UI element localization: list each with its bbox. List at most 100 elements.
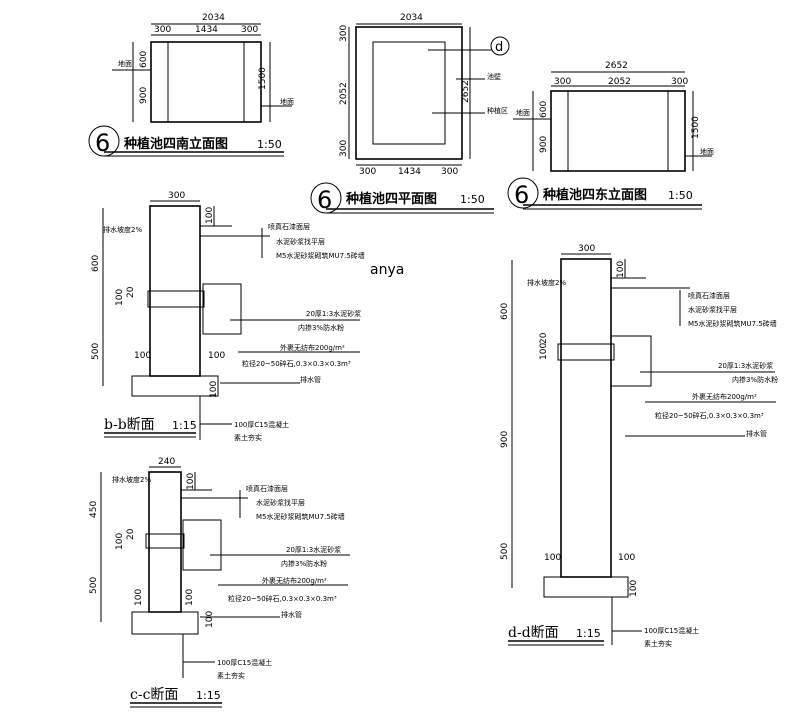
dim-100d: 100 <box>185 589 195 606</box>
detail-number: 6 <box>95 129 110 157</box>
dim-left: 300 <box>154 25 171 35</box>
east-elevation: 2652 300 2052 300 600 900 1500 地面 地面 6 种… <box>507 61 714 210</box>
note-concrete: 100厚C15混凝土 <box>644 626 699 635</box>
scale: 1:50 <box>460 193 485 206</box>
scale: 1:50 <box>257 138 282 151</box>
layer-1: 喷真石漆面层 <box>688 291 730 300</box>
wall-note: 池壁 <box>487 72 501 81</box>
dim-left: 300 <box>554 77 571 87</box>
dim-total: 2034 <box>400 13 423 23</box>
layer-3: M5水泥砂浆砌筑MU7.5砖墙 <box>276 251 365 260</box>
watermark: anya <box>370 262 404 278</box>
dim-right: 300 <box>241 25 258 35</box>
dim-bottom-3: 300 <box>441 167 458 177</box>
title: d-d断面 <box>508 625 559 641</box>
dim-100e: 100 <box>629 580 639 597</box>
dim-20: 20 <box>126 528 136 540</box>
dim-100c: 100 <box>544 553 561 563</box>
dim-500: 500 <box>89 577 99 594</box>
section-c-c: 240 100 450 500 100 20 100 100 100 排水坡度2… <box>89 457 350 708</box>
note-mortar: 20厚1:3水泥砂浆 <box>286 545 341 554</box>
dim-100c: 100 <box>134 589 144 606</box>
dim-100d: 100 <box>208 351 225 361</box>
south-elevation: 2034 300 1434 300 600 900 1500 地面 地面 6 种… <box>88 13 294 157</box>
layer-1: 喷真石漆面层 <box>268 222 310 231</box>
note-mortar: 20厚1:3水泥砂浆 <box>306 309 361 318</box>
note-pipe: 排水管 <box>300 375 321 384</box>
dim-mid: 1434 <box>195 25 218 35</box>
note-waterproof: 内掺3%防水粉 <box>732 375 778 384</box>
dim-left-2: 2052 <box>339 82 349 105</box>
dim-100b: 100 <box>539 343 549 360</box>
slope-note: 排水坡度2% <box>112 475 151 484</box>
dim-top: 240 <box>158 457 175 467</box>
slope-note: 排水坡度2% <box>527 278 566 287</box>
dim-900: 900 <box>539 136 549 153</box>
note-geotextile: 外裹无纺布200g/m² <box>262 576 327 585</box>
note-gravel: 粒径20~50碎石,0.3×0.3×0.3m³ <box>655 411 764 420</box>
layer-3: M5水泥砂浆砌筑MU7.5砖墙 <box>256 512 345 521</box>
note-waterproof: 内掺3%防水粉 <box>298 323 344 332</box>
note-soil: 素土夯实 <box>644 639 672 648</box>
dim-900: 900 <box>500 431 510 448</box>
dim-mid: 2052 <box>608 77 631 87</box>
detail-number: 6 <box>317 186 332 214</box>
note-concrete: 100厚C15混凝土 <box>217 658 272 667</box>
dim-100b: 100 <box>115 289 125 306</box>
title: c-c断面 <box>130 687 178 703</box>
dim-600: 600 <box>139 51 149 68</box>
note-geotextile: 外裹无纺布200g/m² <box>280 343 345 352</box>
dim-total: 2652 <box>605 61 628 71</box>
dim-100c: 100 <box>134 351 151 361</box>
ground-note-1: 地面 <box>516 108 530 117</box>
dim-right: 300 <box>671 77 688 87</box>
note-mortar: 20厚1:3水泥砂浆 <box>718 361 773 370</box>
planting-note: 种植区 <box>487 106 508 115</box>
layer-2: 水泥砂浆找平层 <box>276 237 325 246</box>
note-concrete: 100厚C15混凝土 <box>234 420 289 429</box>
dim-100a: 100 <box>186 473 196 490</box>
note-pipe: 排水管 <box>746 429 767 438</box>
dim-bottom-2: 1434 <box>398 167 421 177</box>
scale: 1:15 <box>172 419 197 432</box>
dim-right: 2652 <box>461 80 471 103</box>
dim-100d: 100 <box>618 553 635 563</box>
ground-note-2: 地面 <box>280 97 294 106</box>
section-callout: d <box>495 40 503 55</box>
dim-100b: 100 <box>115 533 125 550</box>
note-soil: 素土夯实 <box>217 671 245 680</box>
dim-left-1: 300 <box>339 25 349 42</box>
dim-top: 300 <box>578 244 595 254</box>
layer-3: M5水泥砂浆砌筑MU7.5砖墙 <box>688 319 777 328</box>
dim-600: 600 <box>91 255 101 272</box>
dim-left-3: 300 <box>339 140 349 157</box>
dim-500: 500 <box>500 543 510 560</box>
layer-2: 水泥砂浆找平层 <box>256 498 305 507</box>
dim-900: 900 <box>139 87 149 104</box>
dim-20: 20 <box>126 286 136 298</box>
layer-1: 喷真石漆面层 <box>246 484 288 493</box>
section-b-b: 300 100 600 500 100 20 100 100 100 排水坡度2… <box>91 191 365 442</box>
dim-100a: 100 <box>616 261 626 278</box>
note-pipe: 排水管 <box>281 610 302 619</box>
dim-1500: 1500 <box>258 67 268 90</box>
dim-1500: 1500 <box>691 116 701 139</box>
ground-note-1: 地面 <box>118 59 132 68</box>
scale: 1:15 <box>576 627 601 640</box>
layer-2: 水泥砂浆找平层 <box>688 305 737 314</box>
dim-600: 600 <box>539 101 549 118</box>
dim-100a: 100 <box>205 207 215 224</box>
note-geotextile: 外裹无纺布200g/m² <box>692 392 757 401</box>
dim-600: 600 <box>500 303 510 320</box>
note-waterproof: 内掺3%防水粉 <box>281 559 327 568</box>
title: b-b断面 <box>104 417 155 433</box>
title: 种植池四平面图 <box>345 191 437 207</box>
dim-500: 500 <box>91 343 101 360</box>
ground-note-2: 地面 <box>700 147 714 156</box>
dim-450: 450 <box>89 501 99 518</box>
section-d-d: 300 100 600 900 500 100 20 100 100 100 排… <box>500 244 778 648</box>
dim-100e: 100 <box>209 381 219 398</box>
title: 种植池四南立面图 <box>123 136 228 152</box>
scale: 1:50 <box>668 189 693 202</box>
